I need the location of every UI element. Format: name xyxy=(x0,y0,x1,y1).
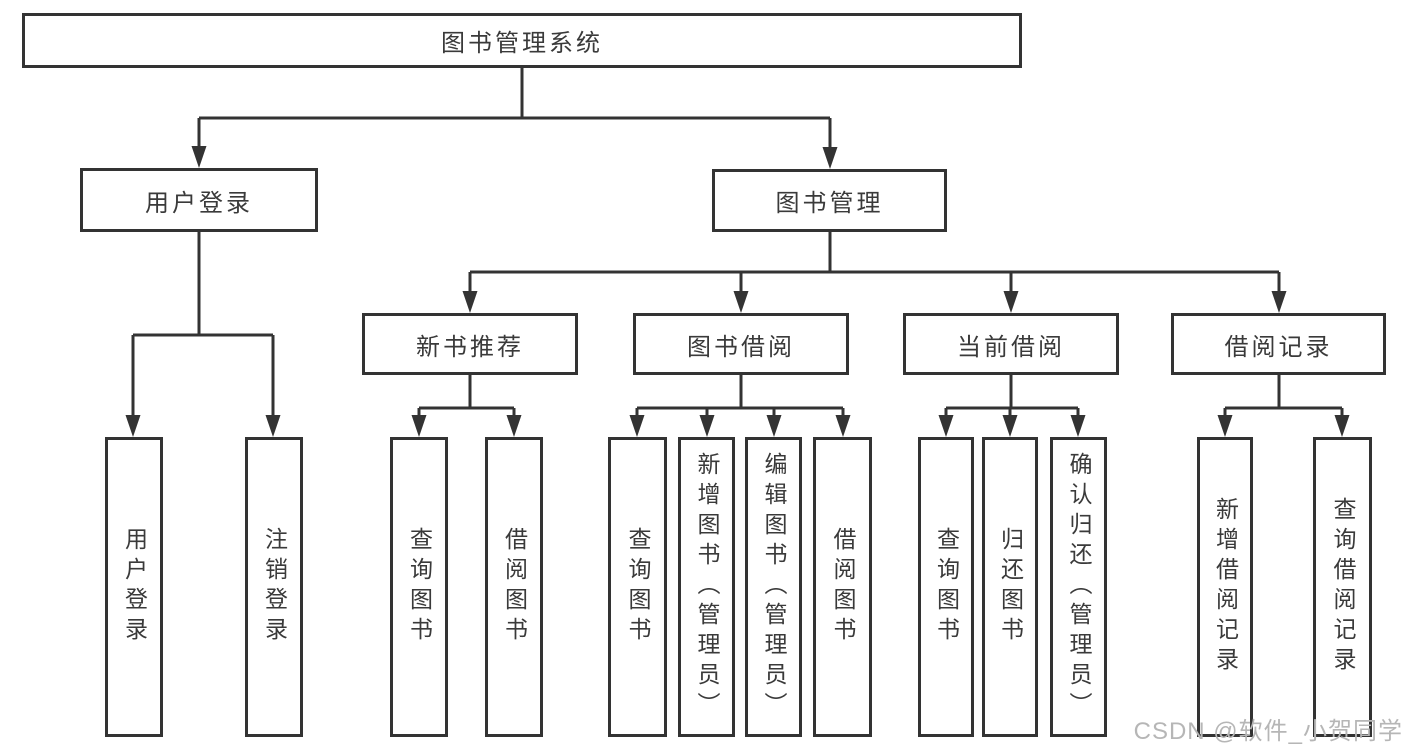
leaf-logout: 注销登录 xyxy=(245,437,303,737)
leaf-query-borrow-record: 查询借阅记录 xyxy=(1313,437,1372,737)
csdn-watermark: CSDN @软件_小贺同学 xyxy=(1133,718,1403,745)
leaf-confirm-return-admin: 确认归还（管理员） xyxy=(1050,437,1107,737)
leaf-borrow-books: 借阅图书 xyxy=(813,437,872,737)
leaf-borrow-books-recommend: 借阅图书 xyxy=(485,437,543,737)
node-book-management: 图书管理 xyxy=(712,169,947,232)
leaf-add-books-admin: 新增图书（管理员） xyxy=(678,437,735,737)
leaf-user-login: 用户登录 xyxy=(105,437,163,737)
leaf-query-books-recommend: 查询图书 xyxy=(390,437,448,737)
leaf-add-borrow-record: 新增借阅记录 xyxy=(1197,437,1253,737)
node-user-login: 用户登录 xyxy=(80,168,318,232)
leaf-edit-books-admin: 编辑图书（管理员） xyxy=(745,437,802,737)
connector-wires xyxy=(131,68,1344,419)
node-current-borrow: 当前借阅 xyxy=(903,313,1119,375)
node-new-book-recommend: 新书推荐 xyxy=(362,313,578,375)
node-root-system: 图书管理系统 xyxy=(22,13,1022,68)
leaf-return-books: 归还图书 xyxy=(982,437,1038,737)
leaf-query-books-current: 查询图书 xyxy=(918,437,974,737)
node-borrow-records: 借阅记录 xyxy=(1171,313,1386,375)
leaf-query-books-borrow: 查询图书 xyxy=(608,437,667,737)
arrowhead-icons xyxy=(125,146,1350,437)
node-book-borrow: 图书借阅 xyxy=(633,313,849,375)
